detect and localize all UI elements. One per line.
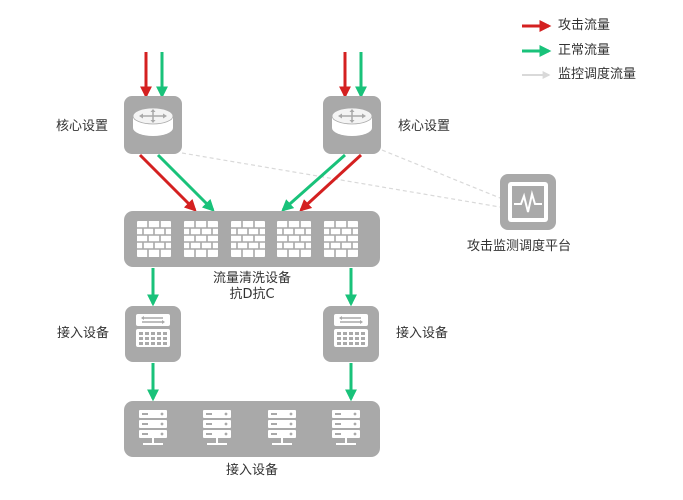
access-right-label: 接入设备	[396, 326, 449, 341]
legend-monitor-label: 监控调度流量	[558, 67, 637, 82]
cleaning-to-access-flows	[147, 268, 357, 307]
firewall-brick-icon	[276, 220, 312, 258]
firewall-brick-icon	[230, 220, 266, 258]
access-switch-icon	[334, 314, 368, 347]
attack-right-to-cleaning	[299, 153, 363, 212]
core-router-left	[124, 96, 182, 154]
monitor-links	[181, 149, 501, 208]
normal-right-to-cleaning	[281, 153, 346, 212]
core-left-label: 核心设置	[56, 119, 109, 134]
access-switch-icon	[136, 314, 170, 347]
firewall-brick-icon	[323, 220, 359, 258]
firewall-brick-icon	[136, 220, 172, 258]
monitor-link-left	[181, 152, 501, 208]
access-switch-right	[323, 306, 379, 362]
core-router-right	[323, 96, 381, 154]
servers-label: 接入设备	[225, 463, 278, 478]
normal-left-to-cleaning	[156, 153, 215, 212]
incoming-flows	[140, 52, 367, 99]
router-icon	[331, 107, 373, 136]
cleaning-device	[124, 211, 380, 267]
platform-label: 攻击监测调度平台	[467, 239, 572, 254]
monitor-link-right	[381, 149, 501, 199]
legend	[522, 20, 552, 79]
cleaning-label-line2: 抗D抗C	[229, 287, 275, 302]
core-right-label: 核心设置	[398, 119, 451, 134]
router-icon	[132, 107, 174, 136]
monitor-pulse-icon	[508, 182, 548, 222]
server-group	[124, 401, 380, 457]
firewall-brick-icon	[183, 220, 219, 258]
legend-attack-label: 攻击流量	[558, 18, 611, 33]
access-switch-left	[125, 306, 181, 362]
access-left-label: 接入设备	[57, 326, 110, 341]
attack-left-to-cleaning	[138, 153, 197, 212]
core-to-cleaning-flows	[138, 153, 363, 212]
legend-normal-label: 正常流量	[558, 43, 611, 58]
access-to-server-flows	[147, 363, 357, 402]
cleaning-label-line1: 流量清洗设备	[212, 271, 291, 286]
monitor-platform	[500, 174, 556, 230]
